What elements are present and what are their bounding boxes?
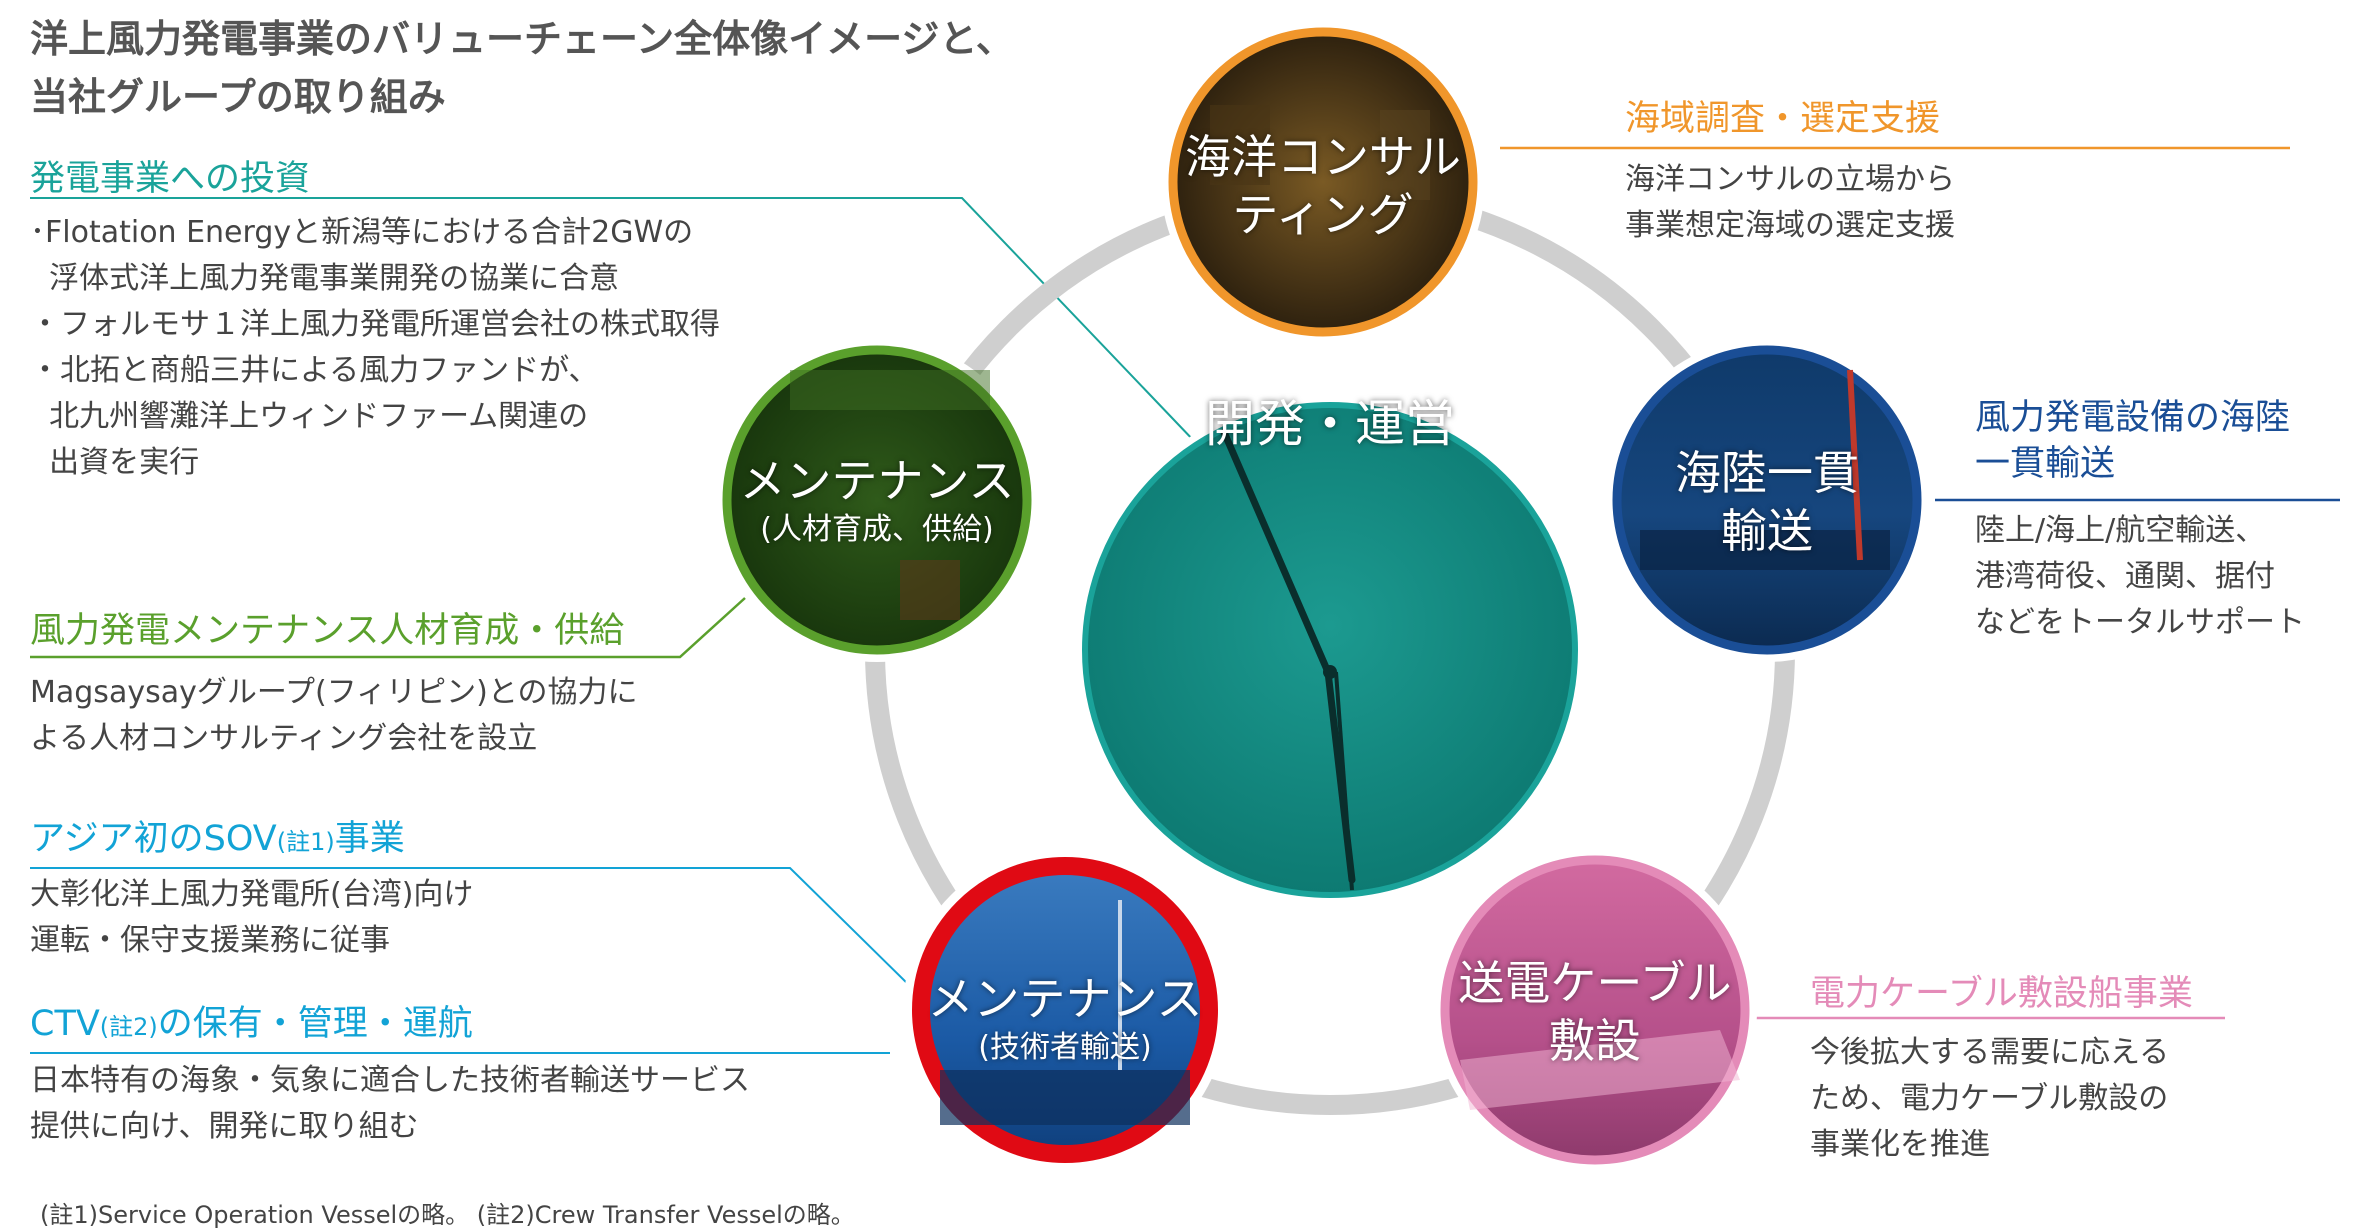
transport-line: 港湾荷役、通関、据付 [1975,554,2305,600]
maintenance-tech-label: メンテナンス [890,970,1240,1028]
consulting-label-line: 海洋コンサル [1148,128,1498,186]
sov-title-suffix: 事業 [335,819,405,859]
transport-label-line: 海陸一貫 [1592,444,1942,502]
investment-line: ・北拓と商船三井による風力ファンドが、 [30,348,720,394]
cable-label-line: 送電ケーブル [1420,954,1770,1012]
investment-line: 北九州響灘洋上ウィンドファーム関連の [30,394,720,440]
consulting-node-label: 海洋コンサル ティング [1148,128,1498,244]
transport-title-line: 一貫輸送 [1975,441,2290,487]
hr-line: Magsaysayグループ(フィリピン)との協力に [30,670,638,716]
center-label: 開発・運営 [1080,395,1580,453]
survey-body: 海洋コンサルの立場から 事業想定海域の選定支援 [1625,157,1955,249]
cable-line: ため、電力ケーブル敷設の [1810,1076,2169,1122]
investment-line: 出資を実行 [30,440,720,486]
ctv-line: 提供に向け、開発に取り組む [30,1104,750,1150]
investment-line: 浮体式洋上風力発電事業開発の協業に合意 [30,256,720,302]
survey-line: 事業想定海域の選定支援 [1625,203,1955,249]
maintenance-hr-node-label: メンテナンス (人材育成、供給) [702,452,1052,550]
page-title-line: 当社グループの取り組み [30,68,1014,126]
sov-line: 運転・保守支援業務に従事 [30,918,473,964]
transport-label-line: 輸送 [1592,502,1942,560]
center-node-label: 開発・運営 [1080,395,1580,453]
investment-line: ・フォルモサ１洋上風力発電所運営会社の株式取得 [30,302,720,348]
transport-body: 陸上/海上/航空輸送、 港湾荷役、通関、据付 などをトータルサポート [1975,508,2305,646]
maintenance-tech-node-label: メンテナンス (技術者輸送) [890,970,1240,1068]
hr-body: Magsaysayグループ(フィリピン)との協力に よる人材コンサルティング会社… [30,670,638,762]
ctv-title-suffix: の保有・管理・運航 [158,1004,473,1044]
cable-node-label: 送電ケーブル 敷設 [1420,954,1770,1070]
transport-line: などをトータルサポート [1975,600,2305,646]
maintenance-tech-sublabel: (技術者輸送) [890,1028,1240,1068]
survey-title: 海域調査・選定支援 [1625,90,1940,141]
hr-line: よる人材コンサルティング会社を設立 [30,716,638,762]
ctv-title-note: (註2) [100,1013,158,1041]
transport-title: 風力発電設備の海陸 一貫輸送 [1975,395,2290,487]
sov-body: 大彰化洋上風力発電所(台湾)向け 運転・保守支援業務に従事 [30,872,473,964]
investment-body: ･Flotation Energyと新潟等における合計2GWの 浮体式洋上風力発… [30,210,720,486]
ctv-line: 日本特有の海象・気象に適合した技術者輸送サービス [30,1058,750,1104]
investment-line: ･Flotation Energyと新潟等における合計2GWの [30,210,720,256]
page-title: 洋上風力発電事業のバリューチェーン全体像イメージと、 当社グループの取り組み [30,10,1014,126]
cable-title: 電力ケーブル敷設船事業 [1810,965,2193,1016]
hr-title: 風力発電メンテナンス人材育成・供給 [30,602,624,653]
page-title-line: 洋上風力発電事業のバリューチェーン全体像イメージと、 [30,10,1014,68]
sov-title: アジア初のSOV(註1)事業 [30,810,405,861]
transport-title-line: 風力発電設備の海陸 [1975,395,2290,441]
maintenance-hr-label: メンテナンス [702,452,1052,510]
ctv-title-main: CTV [30,1004,100,1044]
survey-line: 海洋コンサルの立場から [1625,157,1955,203]
footnote: (註1)Service Operation Vesselの略。 (註2)Crew… [40,1195,855,1230]
transport-node-label: 海陸一貫 輸送 [1592,444,1942,560]
consulting-label-line: ティング [1148,186,1498,244]
cable-line: 今後拡大する需要に応える [1810,1030,2169,1076]
ctv-body: 日本特有の海象・気象に適合した技術者輸送サービス 提供に向け、開発に取り組む [30,1058,750,1150]
ctv-title: CTV(註2)の保有・管理・運航 [30,995,473,1046]
transport-line: 陸上/海上/航空輸送、 [1975,508,2305,554]
cable-body: 今後拡大する需要に応える ため、電力ケーブル敷設の 事業化を推進 [1810,1030,2169,1168]
sov-line: 大彰化洋上風力発電所(台湾)向け [30,872,473,918]
sov-title-main: アジア初のSOV [30,819,277,859]
investment-title: 発電事業への投資 [30,150,310,201]
cable-label-line: 敷設 [1420,1012,1770,1070]
center-node [1075,395,1585,905]
sov-title-note: (註1) [277,828,335,856]
maintenance-hr-sublabel: (人材育成、供給) [702,510,1052,550]
cable-line: 事業化を推進 [1810,1122,2169,1168]
